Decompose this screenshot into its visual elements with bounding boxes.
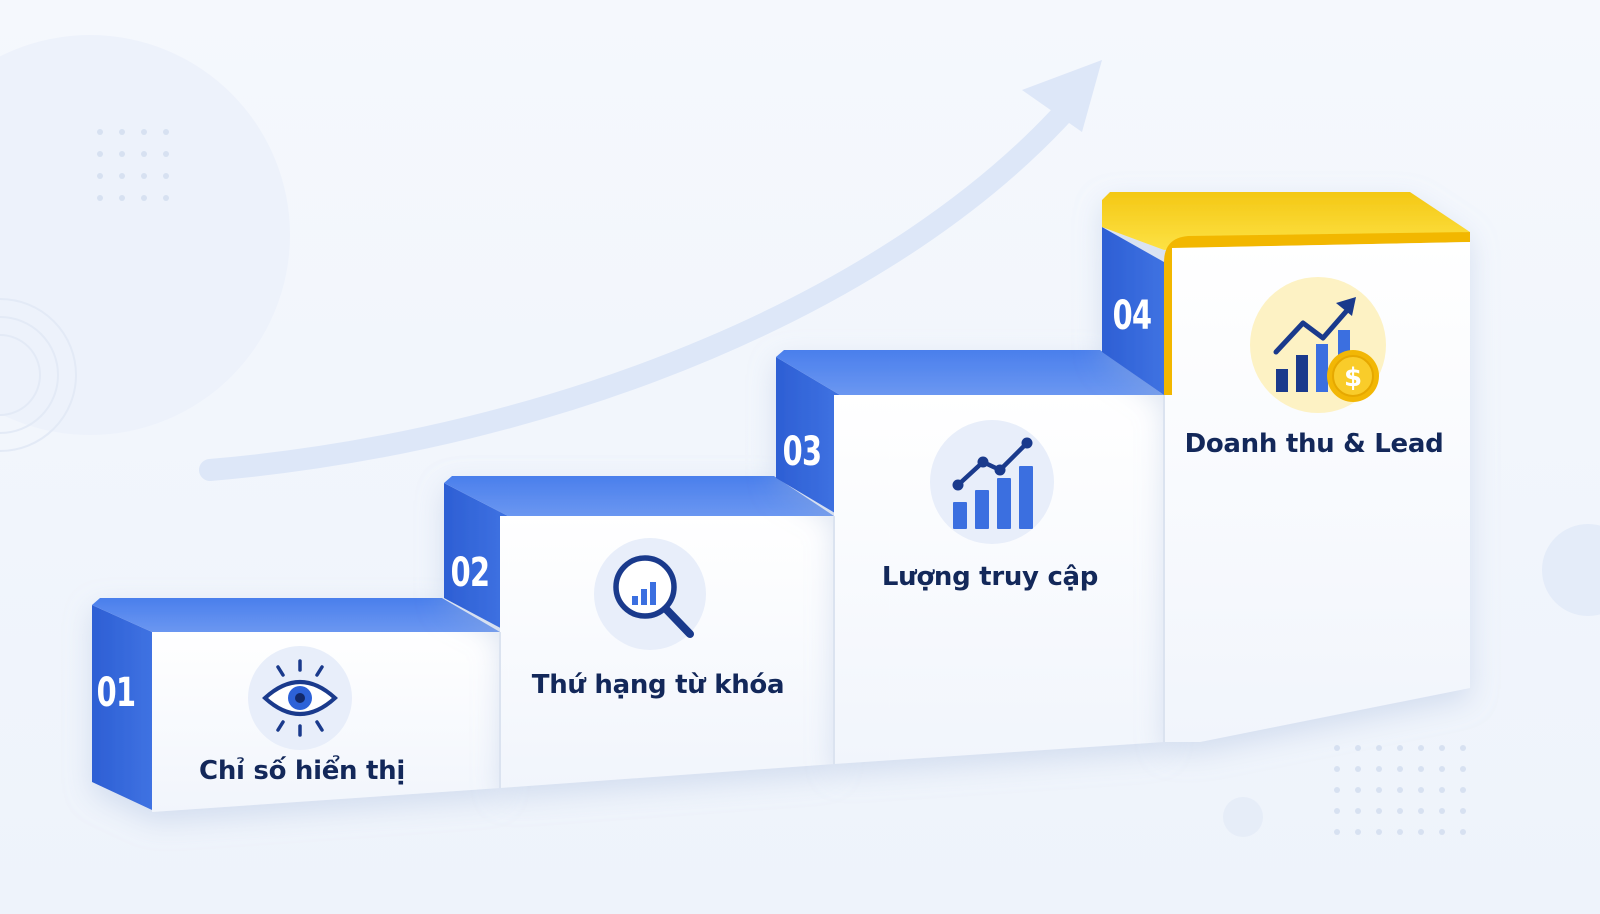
decor-dot xyxy=(1439,787,1445,793)
decor-dot xyxy=(119,129,125,135)
step-number-2: 02 xyxy=(450,550,490,596)
decor-dot xyxy=(119,173,125,179)
decor-dot xyxy=(1355,808,1361,814)
step-number-4: 04 xyxy=(1112,293,1152,339)
decor-dot xyxy=(119,151,125,157)
step-label-1: Chỉ số hiển thị xyxy=(199,756,405,786)
step-number-3: 03 xyxy=(782,429,822,475)
decor-dot xyxy=(1460,829,1466,835)
decor-dot xyxy=(1376,787,1382,793)
decor-dot xyxy=(1418,808,1424,814)
step-3 xyxy=(776,350,1164,764)
decor-dot xyxy=(1439,766,1445,772)
eye-icon xyxy=(248,646,352,750)
revenue-chart-icon: $ xyxy=(1250,277,1386,413)
decor-dot xyxy=(1334,787,1340,793)
decor-dot xyxy=(1418,745,1424,751)
decor-dot xyxy=(1355,787,1361,793)
decor-dot xyxy=(1397,745,1403,751)
background-dot xyxy=(1223,797,1263,837)
decor-dot xyxy=(1355,766,1361,772)
decor-dot xyxy=(1418,766,1424,772)
decor-dot xyxy=(1460,745,1466,751)
decor-dot xyxy=(163,173,169,179)
step-3-side xyxy=(776,357,840,516)
decor-dot xyxy=(97,129,103,135)
dot-grid-left xyxy=(97,129,169,201)
decor-dot xyxy=(141,195,147,201)
decor-dot xyxy=(1355,745,1361,751)
coin-symbol: $ xyxy=(1344,363,1362,393)
decor-dot xyxy=(1334,745,1340,751)
decor-dot xyxy=(1439,745,1445,751)
decor-dot xyxy=(1376,829,1382,835)
decor-dot xyxy=(141,129,147,135)
step-2-top xyxy=(444,476,834,516)
step-label-2: Thứ hạng từ khóa xyxy=(531,670,785,700)
decor-dot xyxy=(97,195,103,201)
decor-dot xyxy=(1460,808,1466,814)
step-4-side xyxy=(1102,227,1164,395)
decor-dot xyxy=(1418,787,1424,793)
background-decoration xyxy=(0,35,1600,837)
decor-dot xyxy=(1334,766,1340,772)
decor-dot xyxy=(1376,745,1382,751)
background-circle xyxy=(0,35,290,435)
decor-dot xyxy=(163,129,169,135)
magnifier-chart-icon xyxy=(594,538,706,650)
decor-dot xyxy=(1334,808,1340,814)
step-1-top xyxy=(92,598,500,632)
step-1-side xyxy=(92,605,152,810)
decor-dot xyxy=(1376,808,1382,814)
dot-grid-right xyxy=(1334,745,1466,835)
decor-dot xyxy=(1397,829,1403,835)
dollar-coin-icon: $ xyxy=(1327,350,1379,402)
decor-dot xyxy=(97,173,103,179)
decor-dot xyxy=(1397,766,1403,772)
step-label-4: Doanh thu & Lead xyxy=(1184,429,1444,459)
decor-dot xyxy=(1397,787,1403,793)
background-circle-right xyxy=(1542,524,1600,616)
step-4 xyxy=(1102,192,1470,742)
step-label-3: Lượng truy cập xyxy=(881,562,1099,592)
growth-arrow xyxy=(199,60,1102,481)
step-number-1: 01 xyxy=(96,670,136,716)
concentric-rings xyxy=(0,298,77,452)
step-dividers xyxy=(499,395,1165,788)
decor-dot xyxy=(163,195,169,201)
decor-dot xyxy=(1460,787,1466,793)
decor-dot xyxy=(1397,808,1403,814)
step-2 xyxy=(444,476,834,788)
growth-chart-icon xyxy=(930,420,1054,544)
decor-dot xyxy=(163,151,169,157)
decor-dot xyxy=(1460,766,1466,772)
step-3-top xyxy=(776,350,1164,395)
decor-dot xyxy=(141,151,147,157)
step-2-side xyxy=(444,483,508,632)
decor-dot xyxy=(1376,766,1382,772)
decor-dot xyxy=(1439,808,1445,814)
decor-dot xyxy=(1355,829,1361,835)
step-3-front xyxy=(834,395,1164,764)
step-4-front xyxy=(1164,242,1470,742)
decor-dot xyxy=(1439,829,1445,835)
decor-dot xyxy=(97,151,103,157)
decor-dot xyxy=(1418,829,1424,835)
decor-dot xyxy=(1334,829,1340,835)
step-2-front xyxy=(500,516,834,788)
decor-dot xyxy=(119,195,125,201)
decor-dot xyxy=(141,173,147,179)
